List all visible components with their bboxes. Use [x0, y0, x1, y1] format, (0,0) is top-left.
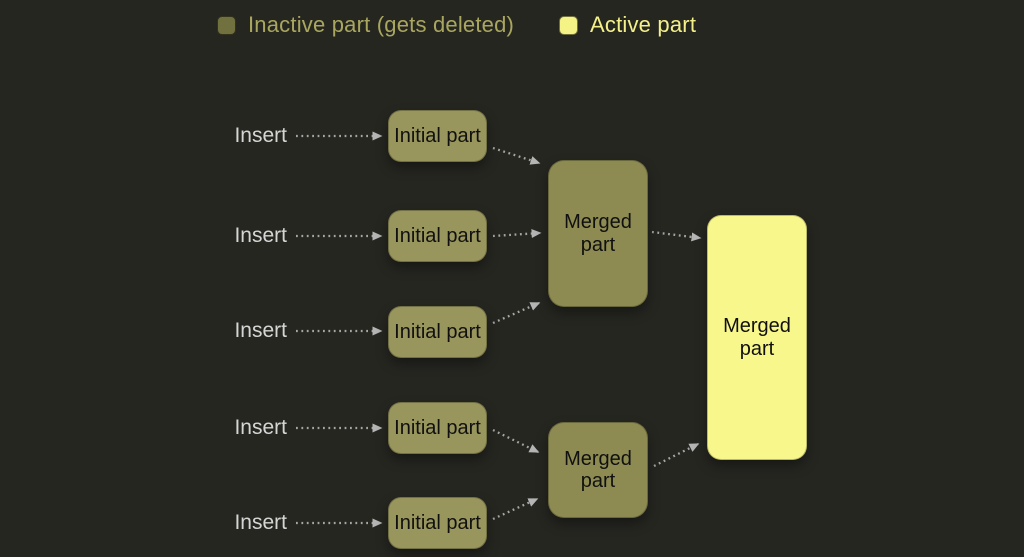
arrow-initial4-to-merged2 [492, 428, 540, 454]
node-label: Merged part [564, 211, 632, 256]
node-label: Initial part [394, 224, 481, 247]
node-initial-part-1: Initial part [388, 110, 487, 162]
insert-label-4: Insert [234, 416, 287, 439]
node-initial-part-5: Initial part [388, 497, 487, 549]
arrow-merged1-to-final [651, 230, 702, 242]
legend-item-inactive: Inactive part (gets deleted) [217, 12, 515, 37]
insert-label-5: Insert [234, 511, 287, 534]
insert-label-3: Insert [234, 319, 287, 342]
legend-item-active: Active part [559, 12, 697, 37]
node-initial-part-3: Initial part [388, 306, 487, 358]
active-part-swatch-icon [559, 15, 578, 35]
insert-label-2: Insert [234, 224, 287, 247]
inactive-part-swatch-icon [217, 15, 236, 35]
legend-label-inactive: Inactive part (gets deleted) [248, 12, 515, 37]
arrow-initial1-to-merged1 [492, 146, 541, 165]
node-label: Initial part [394, 320, 481, 343]
node-label: Initial part [394, 416, 481, 439]
arrow-merged2-to-final [653, 442, 700, 468]
node-merged-part-2: Merged part [548, 422, 648, 518]
node-initial-part-4: Initial part [388, 402, 487, 454]
node-label: Initial part [394, 124, 481, 147]
arrow-initial5-to-merged2 [492, 497, 539, 521]
arrow-initial2-to-merged1 [492, 229, 542, 239]
node-merged-part-1: Merged part [548, 160, 648, 307]
insert-label-1: Insert [234, 124, 287, 147]
arrow-initial3-to-merged1 [492, 301, 541, 325]
legend-label-active: Active part [590, 12, 697, 37]
node-label: Initial part [394, 511, 481, 534]
node-label: Merged part [564, 447, 632, 492]
node-merged-part-final: Merged part [707, 215, 807, 460]
node-initial-part-2: Initial part [388, 210, 487, 262]
node-label: Merged part [723, 315, 791, 360]
